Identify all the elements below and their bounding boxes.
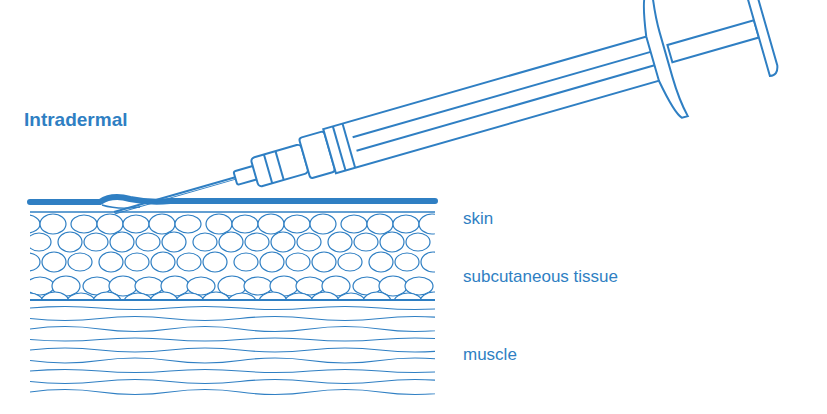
muscle-fibre — [30, 327, 435, 332]
fat-cell — [234, 253, 258, 271]
fat-cell — [67, 293, 95, 299]
fat-cell — [206, 214, 232, 234]
layer-label: subcutaneous tissue — [463, 268, 618, 287]
fat-cell — [286, 253, 310, 271]
fat-cell — [232, 215, 258, 233]
fat-cell — [369, 252, 393, 272]
fat-cell — [311, 292, 339, 299]
fat-cell — [84, 233, 108, 251]
fat-cell — [110, 232, 134, 252]
fat-cell — [42, 252, 66, 272]
muscle-fibre — [30, 338, 435, 341]
method-label: Intradermal — [24, 110, 127, 131]
muscle-fibre — [30, 348, 435, 352]
fat-cell — [245, 233, 269, 251]
layer-label: muscle — [463, 346, 517, 365]
fat-cell — [338, 253, 362, 271]
fat-cell — [380, 232, 404, 252]
fat-cell — [312, 252, 336, 272]
fat-cell — [30, 215, 40, 233]
fat-cell — [125, 253, 149, 271]
fat-cell — [285, 293, 313, 299]
fat-cell — [354, 233, 378, 251]
syringe — [96, 0, 784, 275]
layer-label: skin — [463, 210, 493, 229]
fat-cell — [406, 233, 430, 251]
fat-cell — [393, 215, 419, 233]
fat-cell — [93, 292, 121, 299]
fat-cell — [97, 214, 123, 234]
fat-cell — [284, 215, 310, 233]
fat-cell — [124, 293, 152, 299]
muscle-fibre — [30, 358, 435, 363]
fat-cell — [175, 215, 201, 233]
fat-cells — [30, 214, 435, 299]
fat-cell — [328, 232, 352, 252]
subcutaneous-bottom — [30, 299, 435, 301]
fat-cell — [151, 252, 175, 272]
fat-cell — [203, 252, 227, 272]
fat-cell — [58, 232, 82, 252]
fat-cell — [71, 215, 97, 233]
fat-cell — [162, 232, 186, 252]
fat-cell — [420, 292, 435, 299]
fat-cell — [260, 252, 284, 272]
muscle-fibre — [30, 390, 435, 395]
fat-cell — [395, 253, 419, 271]
fat-cell — [259, 292, 287, 299]
fat-cell — [30, 293, 43, 299]
fat-cell — [394, 293, 422, 299]
fat-cell — [177, 253, 201, 271]
fat-cell — [149, 214, 175, 234]
fat-cell — [363, 292, 391, 299]
fat-cell — [337, 293, 365, 299]
fat-cell — [30, 253, 40, 271]
fat-cell — [176, 293, 204, 299]
skin-layer — [30, 197, 435, 202]
fat-cell — [341, 215, 367, 233]
fat-cell — [150, 292, 178, 299]
fat-cell — [202, 292, 230, 299]
fat-cell — [40, 214, 66, 234]
subcutaneous-top — [30, 211, 435, 213]
fat-cell — [30, 233, 51, 251]
muscle-fibre — [30, 380, 435, 384]
fat-cell — [99, 252, 123, 272]
muscle-fibre — [30, 307, 435, 310]
fat-cell — [136, 233, 160, 251]
fat-cell — [68, 253, 92, 271]
fat-cell — [419, 214, 435, 234]
fat-cell — [258, 214, 284, 234]
fat-cell — [367, 214, 393, 234]
fat-cell — [228, 293, 256, 299]
fat-cell — [271, 232, 295, 252]
fat-cell — [310, 214, 336, 234]
fat-cell — [123, 215, 149, 233]
muscle-fibres — [30, 307, 435, 395]
fat-cell — [219, 232, 243, 252]
muscle-fibre — [30, 370, 435, 373]
fat-cell — [193, 233, 217, 251]
fat-cell — [41, 292, 69, 299]
fat-cell — [297, 233, 321, 251]
fat-cell — [421, 252, 435, 272]
muscle-fibre — [30, 317, 435, 321]
